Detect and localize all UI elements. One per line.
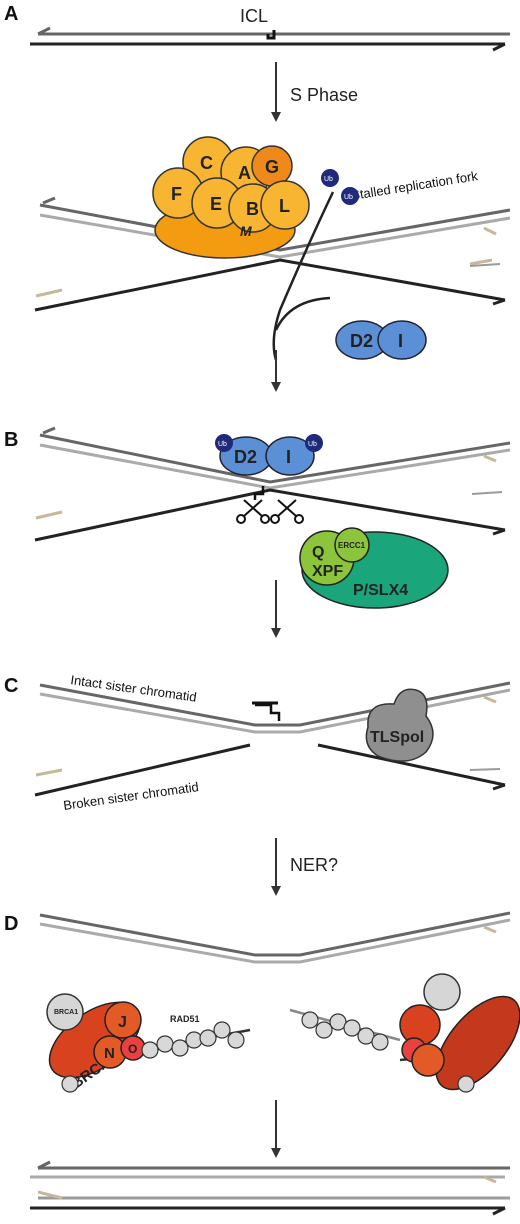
xpf-label: XPF — [312, 563, 343, 580]
rad51-label: RAD51 — [170, 1014, 200, 1024]
intact-sister-label: Intact sister chromatid — [70, 672, 198, 705]
repaired-template-duplex — [39, 911, 511, 964]
panel-label-c: C — [4, 675, 18, 697]
i-label-a: I — [398, 331, 403, 351]
rad51-filament-left — [141, 1021, 245, 1059]
unhooked-adduct — [255, 703, 281, 721]
fa-core-complex: C A G F E B L M — [152, 136, 310, 259]
s-phase-label: S Phase — [290, 85, 358, 105]
id2-complex-free: D2 I — [335, 320, 427, 360]
brca1-label: BRCA1 — [54, 1009, 78, 1016]
fork-b — [34, 426, 511, 542]
n-label: N — [104, 1045, 115, 1062]
hr-complex-left: BRCA2/D1 BRCA1 J N O — [46, 993, 251, 1093]
panel-label-a: A — [4, 3, 18, 25]
core-c: C — [200, 153, 213, 173]
stalled-fork — [34, 196, 511, 312]
core-m: M — [240, 223, 252, 239]
core-g: G — [265, 157, 279, 177]
icl-label: ICL — [240, 6, 268, 26]
id2-complex-bound: D2 I Ub Ub — [215, 434, 323, 476]
q-label: Q — [312, 544, 324, 561]
j-label: J — [118, 1014, 127, 1031]
repaired-products — [30, 1160, 510, 1216]
p-slx4-label: P/SLX4 — [353, 582, 408, 599]
ub-a2: Ub — [344, 194, 353, 201]
panel-c: C Intact sister chromatid Broken sister … — [4, 672, 511, 896]
tlspol-label: TLSpol — [370, 729, 424, 746]
panel-label-d: D — [4, 913, 18, 935]
panel-label-b: B — [4, 429, 18, 451]
hr-complex-right — [289, 973, 520, 1093]
d2-label-a: D2 — [350, 331, 373, 351]
core-l: L — [279, 196, 290, 216]
panel-b: B D2 I Ub Ub — [4, 426, 511, 638]
panel-a: A ICL S Phase Stalled replication fork — [4, 3, 511, 392]
ner-label: NER? — [290, 855, 338, 875]
ub-molecules: Ub Ub — [272, 169, 359, 361]
core-a: A — [238, 163, 251, 183]
i-label-b: I — [286, 447, 291, 467]
crosslink-mark — [266, 30, 276, 40]
nuclease-complex: Q XPF ERCC1 P/SLX4 — [299, 527, 449, 609]
panel-d: D BRCA2/D1 BRCA1 J N O RAD51 — [4, 911, 520, 1216]
d2-label-b: D2 — [234, 447, 257, 467]
core-e: E — [210, 194, 222, 214]
broken-sister-chromatid — [34, 743, 506, 797]
scissors-icon — [236, 499, 304, 524]
ercc1-label: ERCC1 — [338, 541, 366, 550]
ub-b2: Ub — [308, 441, 317, 448]
core-b: B — [246, 199, 259, 219]
tlspol-enzyme: TLSpol — [365, 688, 434, 762]
core-f: F — [171, 184, 182, 204]
ub-a1: Ub — [324, 176, 333, 183]
crosslink-mark-b — [253, 486, 265, 500]
ub-b1: Ub — [218, 441, 227, 448]
stalled-fork-label: Stalled replication fork — [350, 168, 479, 203]
o-label: O — [128, 1042, 137, 1056]
intact-dna-duplex — [30, 26, 510, 52]
